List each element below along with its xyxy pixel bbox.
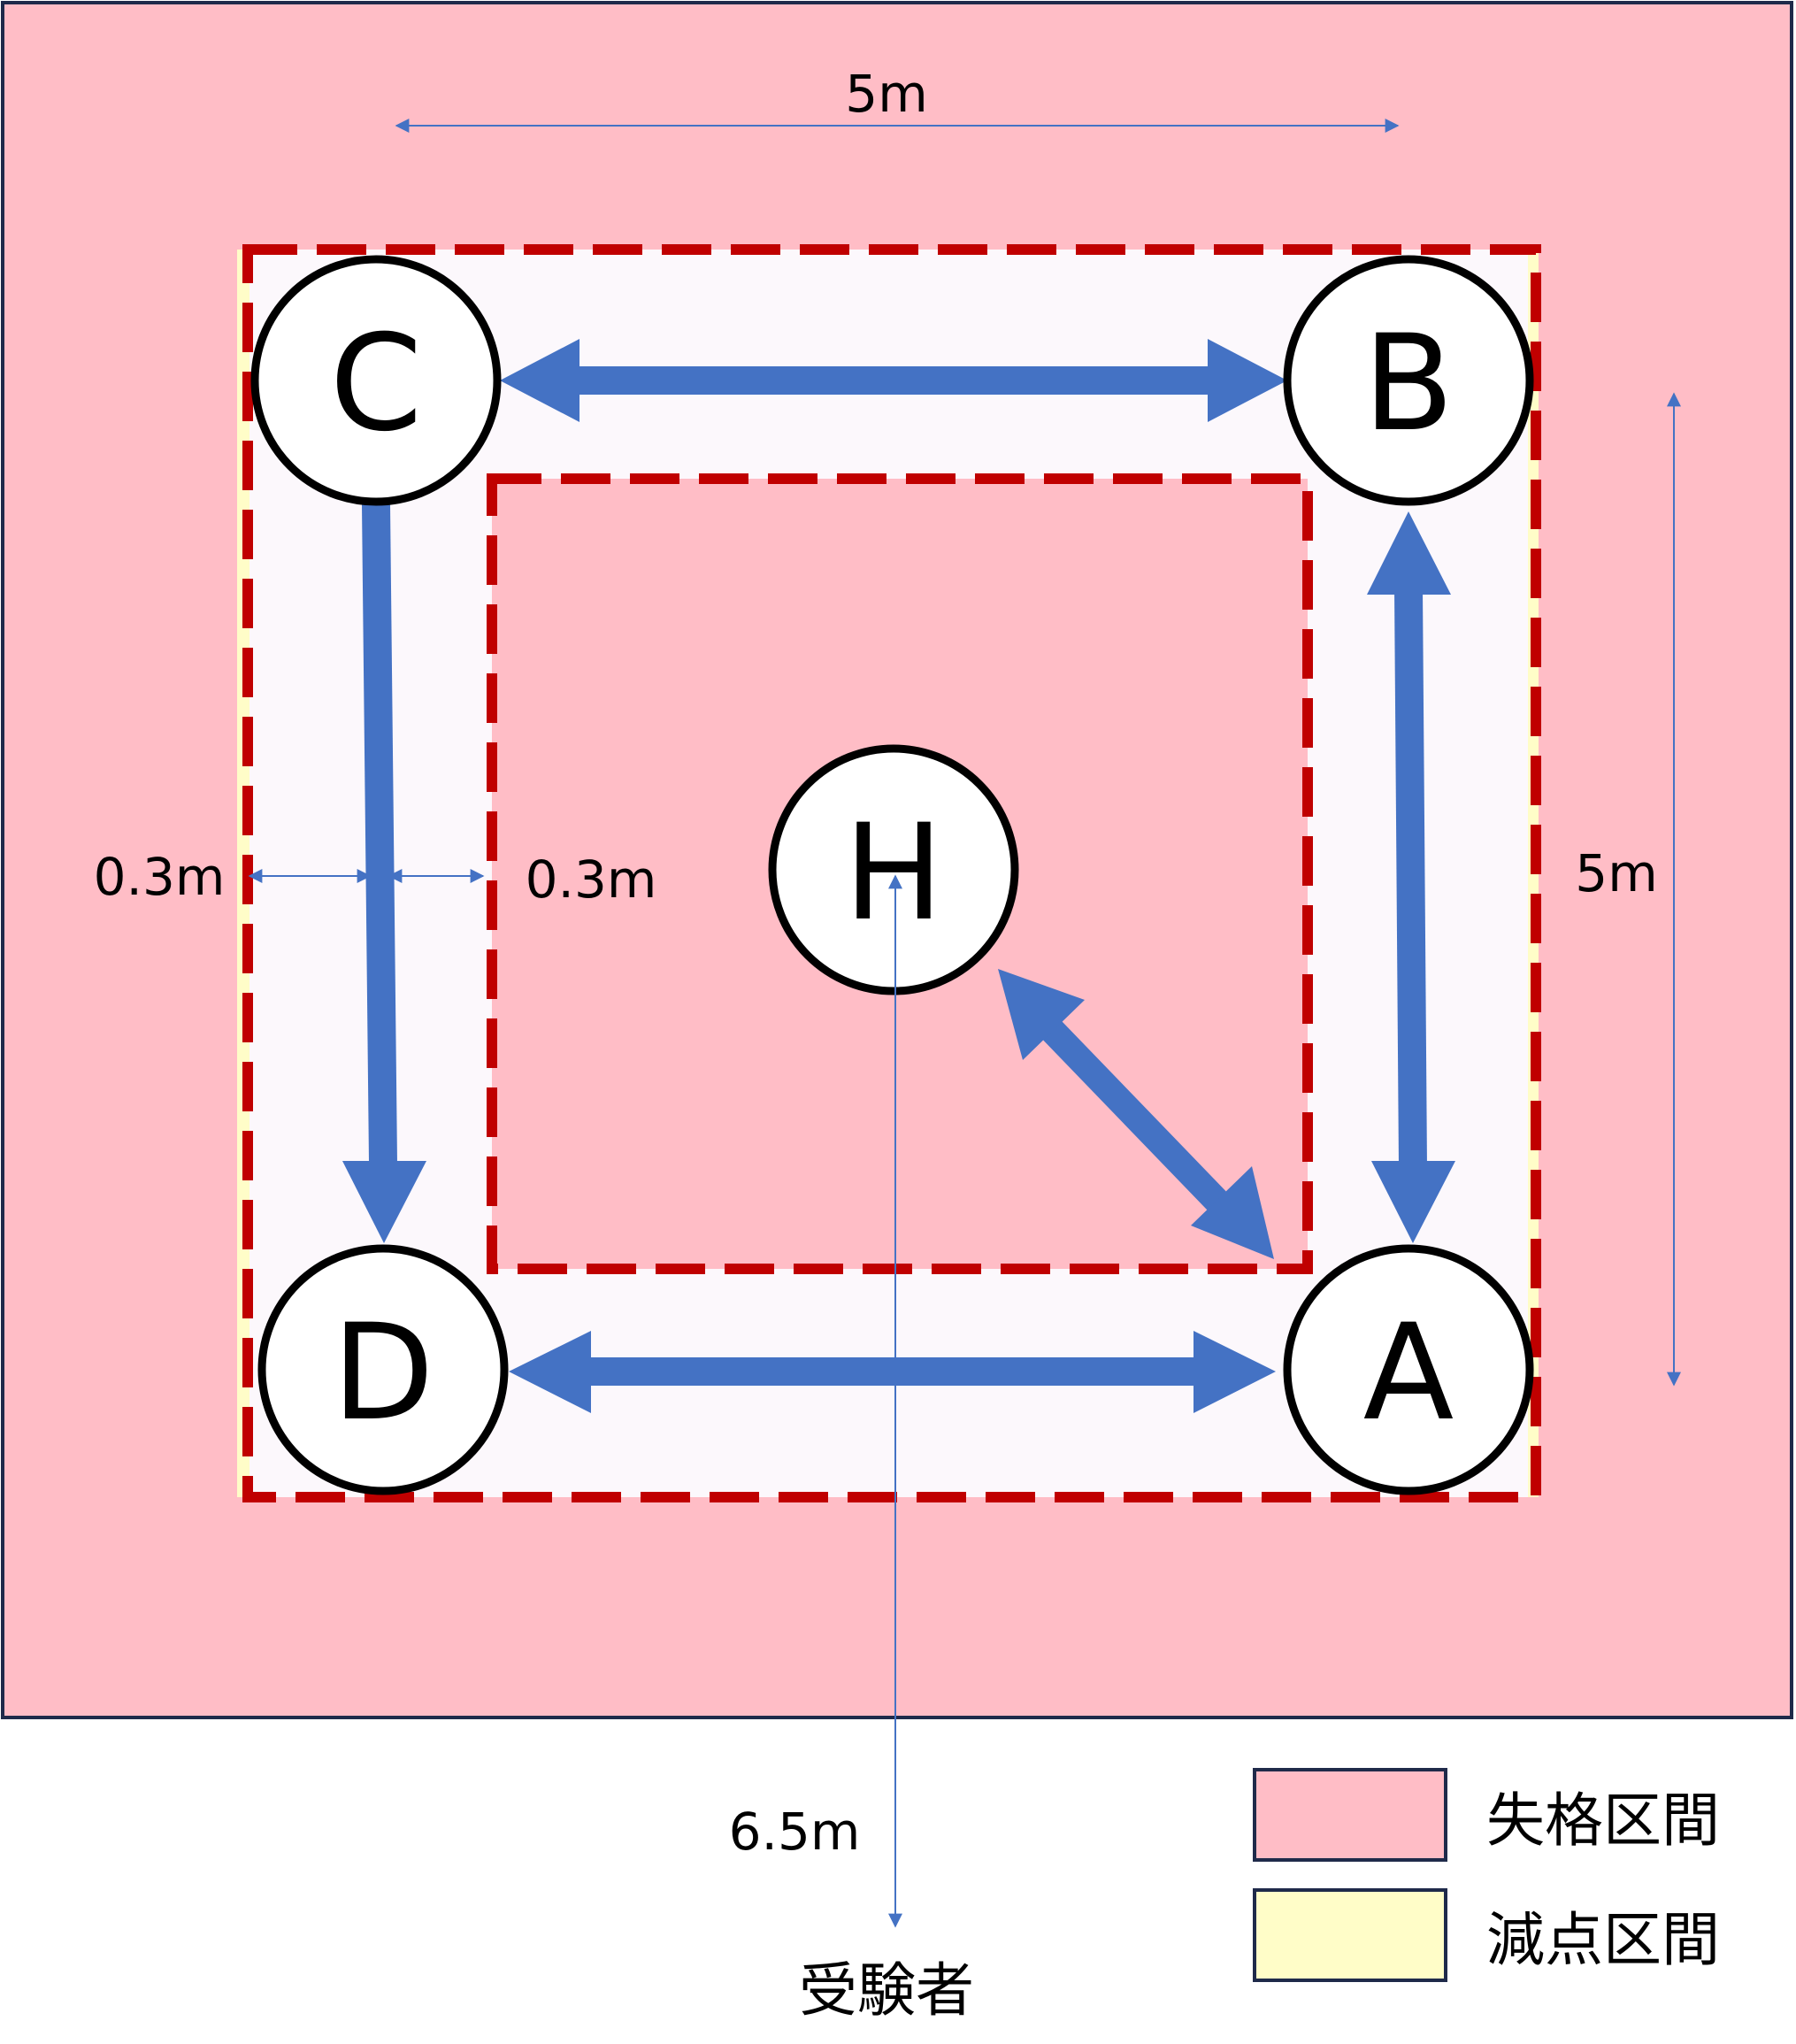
node-h: H	[768, 744, 1019, 995]
node-h-label: H	[844, 796, 944, 950]
dimension-top-label: 5m	[845, 64, 927, 124]
arrow-h-a-head-upper	[998, 969, 1085, 1060]
legend-fail-swatch	[1253, 1768, 1447, 1862]
arrow-b-a-head-bottom	[1371, 1161, 1455, 1243]
node-b-label: B	[1363, 307, 1454, 461]
legend-deduction-swatch	[1253, 1888, 1447, 1982]
route-arrows	[342, 339, 1455, 1413]
arrow-h-a-head-lower	[1191, 1166, 1274, 1259]
node-a: A	[1283, 1244, 1534, 1495]
node-c: C	[250, 255, 502, 506]
arrow-b-a-shaft	[1394, 588, 1427, 1169]
arrow-c-b-head-left	[500, 339, 579, 422]
dimension-margin-outer-label: 0.3m	[94, 847, 226, 907]
legend-fail-label: 失格区間	[1486, 1787, 1720, 1855]
node-d-label: D	[332, 1296, 434, 1450]
arrow-c-b-head-right	[1208, 339, 1287, 422]
arrow-c-d-head	[342, 1161, 426, 1243]
node-d: D	[257, 1244, 509, 1495]
arrow-d-a-head-right	[1193, 1331, 1276, 1413]
arrow-c-d-shaft	[362, 503, 397, 1164]
legend-deduction-label: 減点区間	[1486, 1906, 1720, 1974]
node-a-label: A	[1363, 1296, 1454, 1450]
examinee-label: 受験者	[799, 1956, 974, 2025]
dimension-examinee-label: 6.5m	[729, 1802, 861, 1862]
arrow-b-a-head-top	[1367, 511, 1451, 595]
arrow-h-a-shaft	[1039, 1017, 1231, 1215]
legend: 失格区間 減点区間	[1253, 1768, 1720, 1982]
node-b: B	[1283, 255, 1534, 506]
arrow-d-a-head-left	[509, 1331, 591, 1413]
dimension-margin-inner-label: 0.3m	[526, 849, 657, 910]
dimension-right-label: 5m	[1575, 843, 1657, 903]
node-c-label: C	[330, 307, 423, 461]
